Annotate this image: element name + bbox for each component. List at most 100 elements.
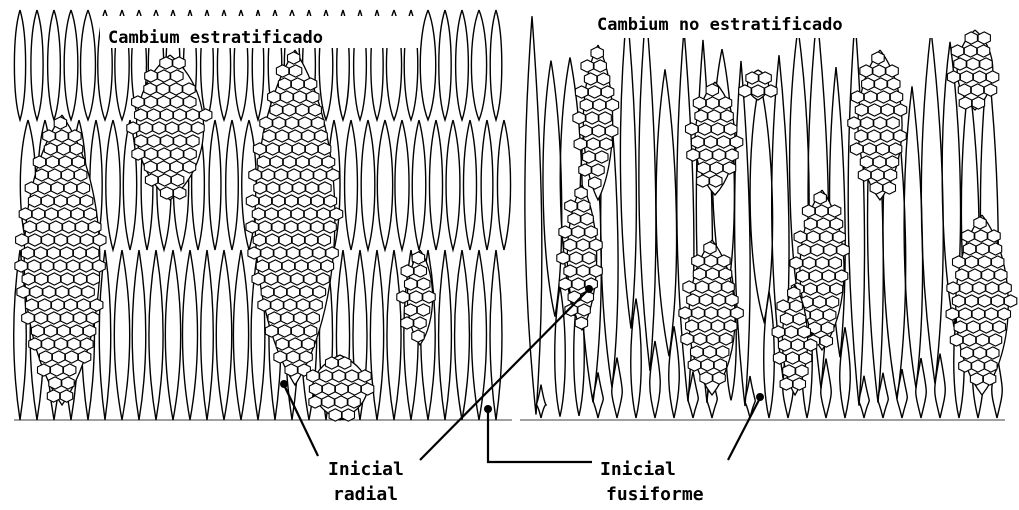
- ray-cell: [313, 286, 325, 298]
- ray-cell: [995, 269, 1007, 281]
- ray-cell: [258, 299, 270, 311]
- fusiform-cell: [750, 82, 773, 322]
- ray-cell: [417, 304, 429, 316]
- ray-cell: [286, 117, 298, 129]
- ray-cell: [954, 321, 966, 333]
- ray-cell: [30, 286, 42, 298]
- ray-cell: [824, 244, 836, 256]
- ray-cell: [280, 182, 292, 194]
- ray-cell: [298, 195, 310, 207]
- fusiform-cell: [114, 250, 129, 420]
- ray-cell: [335, 383, 347, 395]
- ray-cell: [304, 273, 316, 285]
- ray-cell: [794, 231, 806, 243]
- fusiform-cell: [490, 10, 502, 120]
- ray-cell: [326, 357, 338, 369]
- ray-cell: [696, 281, 708, 293]
- ray-cell: [283, 104, 295, 116]
- ray-cell: [78, 299, 90, 311]
- ray-cell: [817, 283, 829, 295]
- fusiform-label-line1: Inicial: [600, 459, 676, 480]
- ray-cell: [570, 252, 582, 264]
- fusiform-cell: [48, 10, 61, 120]
- ray-cell: [804, 283, 816, 295]
- ray-cell: [720, 333, 732, 345]
- ray-cell: [804, 218, 816, 230]
- ray-cell: [148, 135, 160, 147]
- fusiform-cell: [656, 69, 676, 356]
- ray-cell: [87, 312, 99, 324]
- fusiform-cell: [916, 358, 927, 418]
- fusiform-cell: [361, 120, 375, 250]
- ray-cell: [272, 195, 284, 207]
- ray-cell: [76, 221, 88, 233]
- ray-cell: [278, 208, 290, 220]
- ray-cell: [986, 282, 998, 294]
- ray-cell: [982, 269, 994, 281]
- ray-cell: [288, 52, 300, 64]
- ray-cell: [964, 45, 976, 57]
- ray-cell: [54, 117, 66, 129]
- ray-cell: [700, 149, 712, 161]
- ray-cell: [965, 295, 977, 307]
- fusiform-cell: [233, 250, 248, 420]
- fusiform-cell: [395, 120, 409, 250]
- ray-cell: [173, 57, 185, 69]
- ray-cell: [171, 174, 183, 186]
- ray-cell: [70, 325, 82, 337]
- ray-cell: [586, 112, 598, 124]
- ray-cell: [705, 307, 717, 319]
- ray-cell: [257, 156, 269, 168]
- ray-cell: [279, 143, 291, 155]
- ray-cell: [309, 104, 321, 116]
- ray-cell: [695, 110, 707, 122]
- ray-cell: [590, 265, 602, 277]
- ray-cell: [28, 195, 40, 207]
- ray-cell: [54, 195, 66, 207]
- ray-cell: [700, 372, 712, 384]
- ray-cell: [963, 334, 975, 346]
- ray-cell: [289, 130, 301, 142]
- ray-cell: [575, 317, 587, 329]
- ray-cell: [24, 221, 36, 233]
- fusiform-label-line2: fusiforme: [606, 484, 704, 505]
- fusiform-cell: [620, 11, 636, 329]
- ray-cell: [294, 312, 306, 324]
- ray-cell: [704, 242, 716, 254]
- ray-cell: [278, 273, 290, 285]
- ray-cell: [330, 208, 342, 220]
- ray-cell: [299, 117, 311, 129]
- ray-cell: [713, 372, 725, 384]
- ray-cell: [860, 156, 872, 168]
- ray-cell: [889, 143, 901, 155]
- ray-cell: [291, 273, 303, 285]
- ray-cell: [574, 138, 586, 150]
- ray-cell: [82, 286, 94, 298]
- ray-cell: [74, 312, 86, 324]
- ray-cell: [19, 208, 31, 220]
- ray-cell: [810, 270, 822, 282]
- ray-cell: [272, 221, 284, 233]
- ray-cell: [73, 247, 85, 259]
- ray-cell: [798, 326, 810, 338]
- ray-cell: [864, 91, 876, 103]
- ray-cell: [37, 221, 49, 233]
- ray-cell: [993, 321, 1005, 333]
- ray-cell: [42, 234, 54, 246]
- ray-cell: [83, 325, 95, 337]
- left-title-box: Cambium estratificado: [100, 16, 418, 48]
- ray-cell: [953, 256, 965, 268]
- ray-cell: [978, 32, 990, 44]
- ray-cell: [39, 351, 51, 363]
- ray-cell: [200, 109, 212, 121]
- ray-cell: [816, 257, 828, 269]
- ray-cell: [274, 247, 286, 259]
- ray-cell: [282, 260, 294, 272]
- ray-cell: [568, 291, 580, 303]
- ray-cell: [252, 208, 264, 220]
- ray-cell: [179, 122, 191, 134]
- ray-cell: [592, 164, 604, 176]
- ray-cell: [414, 265, 426, 277]
- ray-cell: [287, 351, 299, 363]
- ray-cell: [765, 85, 777, 97]
